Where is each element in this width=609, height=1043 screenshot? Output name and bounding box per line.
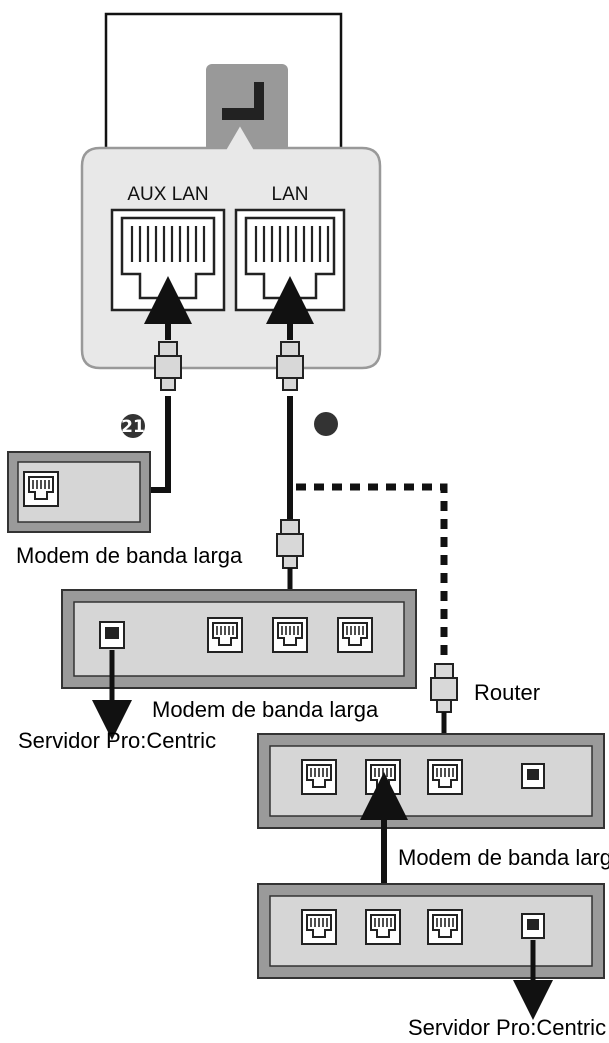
lower-broadband-modem: Servidor Pro:Centric	[257, 883, 606, 1040]
router-port-icon	[365, 759, 401, 795]
router-device	[257, 733, 605, 829]
server-left-label: Servidor Pro:Centric	[18, 728, 216, 753]
modem-port-icon	[301, 909, 337, 945]
modem-port-icon	[337, 617, 373, 653]
middle-broadband-modem: Modem de banda larga Servidor Pro:Centri…	[18, 589, 417, 753]
top-modem-label: Modem de banda larga	[16, 543, 243, 568]
lower-modem-label: Modem de banda larga	[398, 845, 609, 870]
aux-lan-label: AUX LAN	[127, 184, 208, 205]
badge-lan	[314, 412, 338, 436]
modem-port-icon	[427, 909, 463, 945]
top-broadband-modem: Modem de banda larga	[7, 451, 243, 568]
modem-port-icon	[272, 617, 308, 653]
svg-text:21: 21	[121, 417, 145, 437]
router-port-icon	[427, 759, 463, 795]
modem-port-icon	[23, 471, 59, 507]
router-label: Router	[474, 680, 540, 705]
modem-port-icon	[365, 909, 401, 945]
aux-lan-port[interactable]: AUX LAN	[110, 184, 226, 312]
modem-port-icon	[207, 617, 243, 653]
lan-cable	[266, 276, 314, 632]
server-bottom-label: Servidor Pro:Centric	[408, 1015, 606, 1040]
router-port-icon	[301, 759, 337, 795]
tv-back-icon	[206, 64, 288, 152]
badge-aux: 21	[121, 414, 145, 438]
middle-modem-label: Modem de banda larga	[152, 697, 379, 722]
lan-label: LAN	[272, 184, 309, 205]
